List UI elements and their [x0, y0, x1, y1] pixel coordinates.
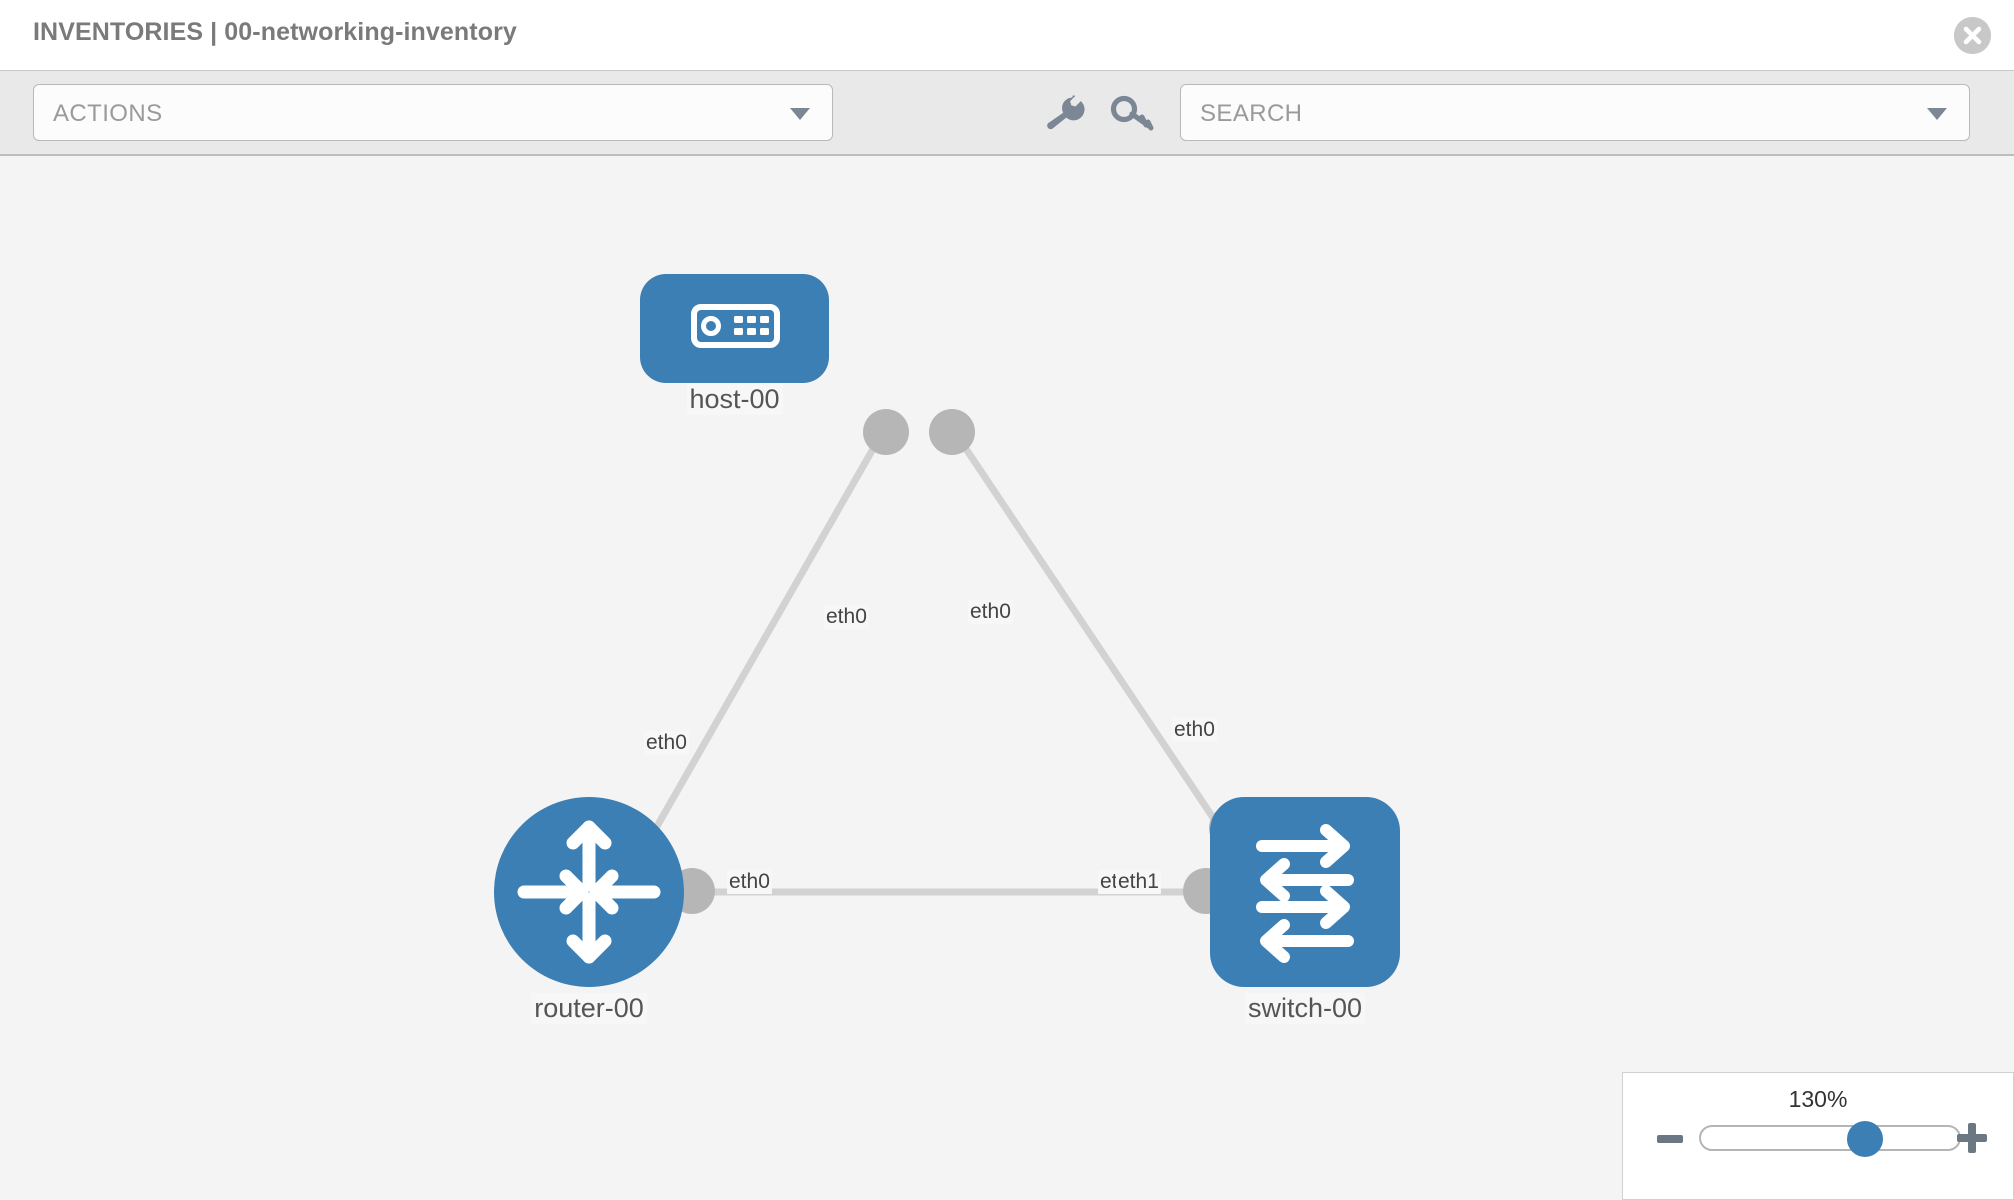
node-label-host-00: host-00: [686, 384, 783, 415]
router-node-shape: [494, 797, 684, 987]
chevron-down-icon: [790, 107, 810, 120]
wrench-icon-glyph: [1047, 95, 1085, 130]
key-icon-glyph: [1110, 95, 1154, 131]
key-icon[interactable]: [1110, 93, 1154, 133]
edge-label-host-right: eth0: [968, 600, 1013, 624]
chevron-down-icon[interactable]: [1927, 107, 1947, 120]
host-node-shape: [640, 274, 829, 383]
close-icon[interactable]: [1954, 17, 1991, 54]
edge-label-router-right: eth0: [727, 870, 772, 894]
node-host-00[interactable]: host-00: [640, 274, 829, 434]
zoom-slider-thumb[interactable]: [1847, 1121, 1883, 1157]
edge-label-host-left: eth0: [824, 605, 869, 629]
topology-graph: [636, 409, 1255, 914]
port-nub-host-right: [929, 409, 975, 455]
edge-label-switch-left-b: eth1: [1116, 870, 1161, 894]
topology-canvas[interactable]: host-00 router-00: [0, 156, 2014, 1200]
edge-label-switch-up: eth0: [1172, 718, 1217, 742]
zoom-slider-track[interactable]: [1699, 1121, 1961, 1157]
edge-label-router-up: eth0: [644, 731, 689, 755]
node-router-00[interactable]: router-00: [494, 797, 684, 1047]
zoom-level-label: 130%: [1788, 1086, 1848, 1112]
zoom-in-button[interactable]: [1957, 1123, 1987, 1153]
actions-dropdown-label: ACTIONS: [53, 100, 163, 127]
router-arrows-icon: [517, 820, 661, 964]
switch-node-shape: [1210, 797, 1400, 987]
actions-dropdown[interactable]: ACTIONS: [33, 84, 833, 141]
search-placeholder: SEARCH: [1200, 100, 1303, 127]
link-host-switch: [949, 426, 1235, 848]
link-host-router: [636, 426, 889, 858]
server-appliance-icon: [691, 304, 780, 348]
zoom-out-button[interactable]: [1657, 1135, 1683, 1143]
zoom-control-panel: 130%: [1622, 1072, 2014, 1200]
wrench-icon[interactable]: [1042, 93, 1086, 133]
close-icon-glyph: [1954, 17, 1991, 54]
node-label-switch-00: switch-00: [1244, 993, 1366, 1024]
dialog-header: INVENTORIES | 00-networking-inventory: [0, 0, 2014, 70]
page-title: INVENTORIES | 00-networking-inventory: [33, 18, 517, 46]
search-input[interactable]: SEARCH: [1180, 84, 1970, 141]
port-nub-host-left: [863, 409, 909, 455]
node-switch-00[interactable]: switch-00: [1210, 797, 1400, 1047]
node-label-router-00: router-00: [531, 993, 647, 1024]
toolbar: ACTIONS SEARCH: [0, 70, 2014, 156]
switch-arrows-icon: [1256, 824, 1354, 963]
